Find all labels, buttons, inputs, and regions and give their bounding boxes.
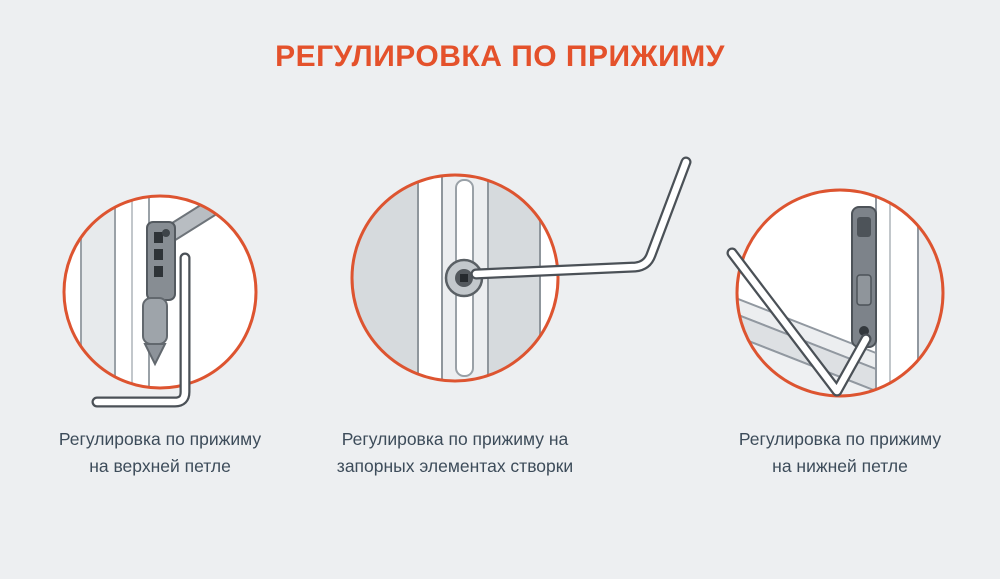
orange-ring <box>735 188 945 398</box>
caption-line: Регулировка по прижиму на <box>341 429 569 449</box>
bottom-hinge-illustration <box>726 188 945 398</box>
caption-bottom-hinge: Регулировка по прижиму на нижней петле <box>685 426 995 480</box>
caption-line: на нижней петле <box>772 456 908 476</box>
hex-key-icon <box>726 247 872 397</box>
orange-ring <box>62 194 258 390</box>
locking-cam-illustration <box>350 156 692 383</box>
hex-key-icon <box>470 156 692 280</box>
caption-line: запорных элементах створки <box>336 456 574 476</box>
caption-line: Регулировка по прижиму <box>58 429 262 449</box>
orange-ring <box>350 173 560 383</box>
sash-profile-and-cam <box>352 175 541 381</box>
caption-top-hinge: Регулировка по прижиму на верхней петле <box>20 426 300 480</box>
caption-locking-elements: Регулировка по прижиму на запорных элеме… <box>300 426 610 480</box>
caption-line: на верхней петле <box>89 456 231 476</box>
caption-line: Регулировка по прижиму <box>738 429 942 449</box>
page-title: РЕГУЛИРОВКА ПО ПРИЖИМУ <box>275 40 725 73</box>
hex-key-icon <box>91 252 191 408</box>
window-frame-and-hinge <box>80 196 241 388</box>
top-hinge-illustration <box>62 194 258 408</box>
